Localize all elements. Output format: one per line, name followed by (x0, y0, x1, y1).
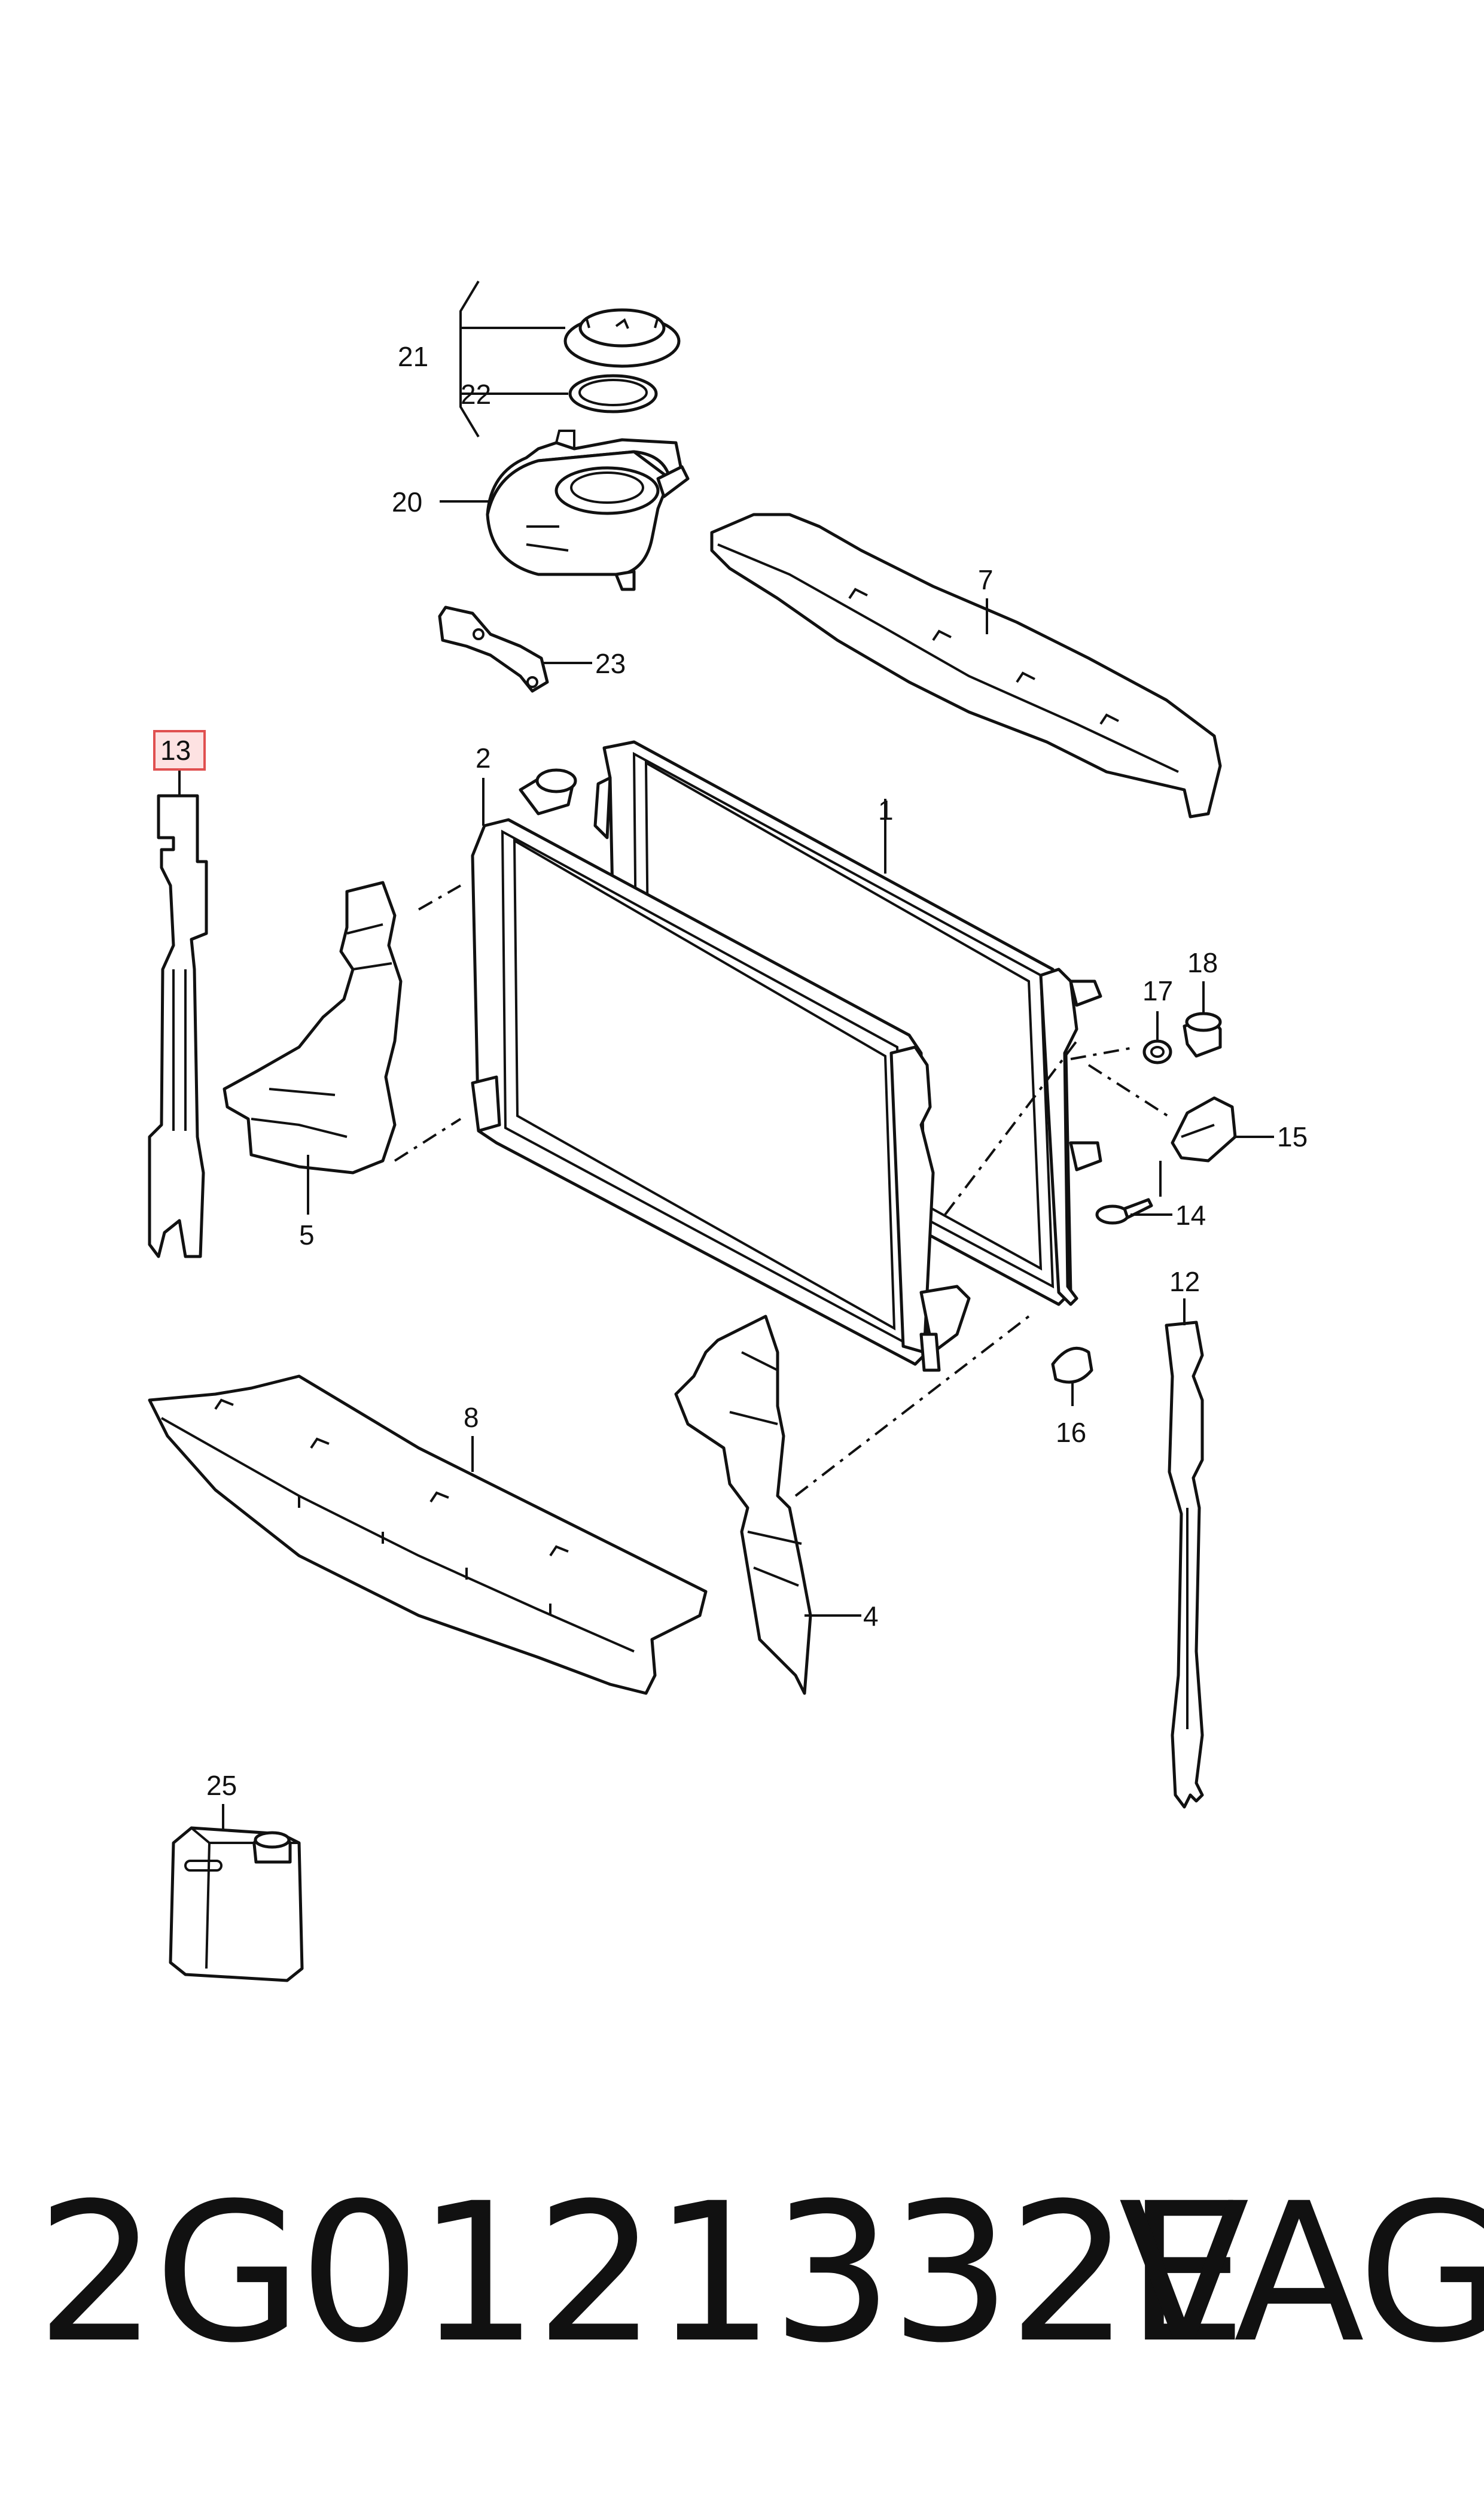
callout-13: 13 (160, 735, 191, 766)
callout-21: 21 (398, 341, 428, 372)
callout-2: 2 (476, 743, 491, 774)
dash-5-upper (418, 884, 461, 911)
part-18-drain-plug (1183, 1012, 1222, 1058)
part-14-bolt (1095, 1198, 1153, 1225)
callout-1: 1 (878, 795, 894, 826)
dash-4 (794, 1315, 1030, 1497)
part-8-lower-air-guide (148, 1374, 708, 1695)
dash-15 (1087, 1064, 1174, 1120)
callout-15: 15 (1277, 1121, 1308, 1152)
callout-18: 18 (1187, 947, 1218, 978)
part-25-coolant-container (169, 1826, 304, 1982)
callout-17: 17 (1142, 975, 1173, 1006)
callout-13-highlight-box (153, 730, 206, 771)
callout-5: 5 (299, 1219, 315, 1251)
leader-14 (1130, 1161, 1172, 1216)
dash-14 (944, 1040, 1078, 1216)
part-15-radiator-bracket (1171, 1096, 1237, 1163)
part-7-upper-air-duct (710, 513, 1222, 819)
callout-4: 4 (863, 1601, 879, 1632)
dash-5-lower (394, 1118, 462, 1162)
callout-25: 25 (206, 1770, 237, 1801)
callout-23: 23 (595, 648, 626, 679)
part-2-front-radiator (471, 768, 971, 1372)
callout-16: 16 (1056, 1417, 1086, 1448)
part-22-seal-ring (568, 374, 658, 413)
part-5-left-deflector (223, 881, 403, 1175)
leader-21-22-bracket (459, 280, 568, 438)
part-12-right-air-guide (1165, 1321, 1204, 1809)
callout-7: 7 (978, 564, 994, 595)
part-4-right-deflector (674, 1315, 812, 1695)
callout-8: 8 (464, 1402, 479, 1433)
part-number-caption: 2G0121332E (36, 2162, 1247, 2385)
dash-17 (1070, 1046, 1137, 1060)
part-13-left-air-guide (148, 794, 208, 1258)
part-20-expansion-tank (486, 430, 690, 591)
part-17-seal (1142, 1039, 1172, 1064)
callout-22: 22 (461, 379, 491, 410)
part-23-tank-bracket (438, 606, 549, 693)
part-21-coolant-cap (563, 308, 681, 368)
brand-caption: VAG (1119, 2162, 1484, 2385)
callout-12: 12 (1169, 1266, 1200, 1297)
callout-20: 20 (392, 486, 422, 518)
part-16-grommet (1051, 1346, 1093, 1384)
callout-14: 14 (1175, 1200, 1206, 1231)
